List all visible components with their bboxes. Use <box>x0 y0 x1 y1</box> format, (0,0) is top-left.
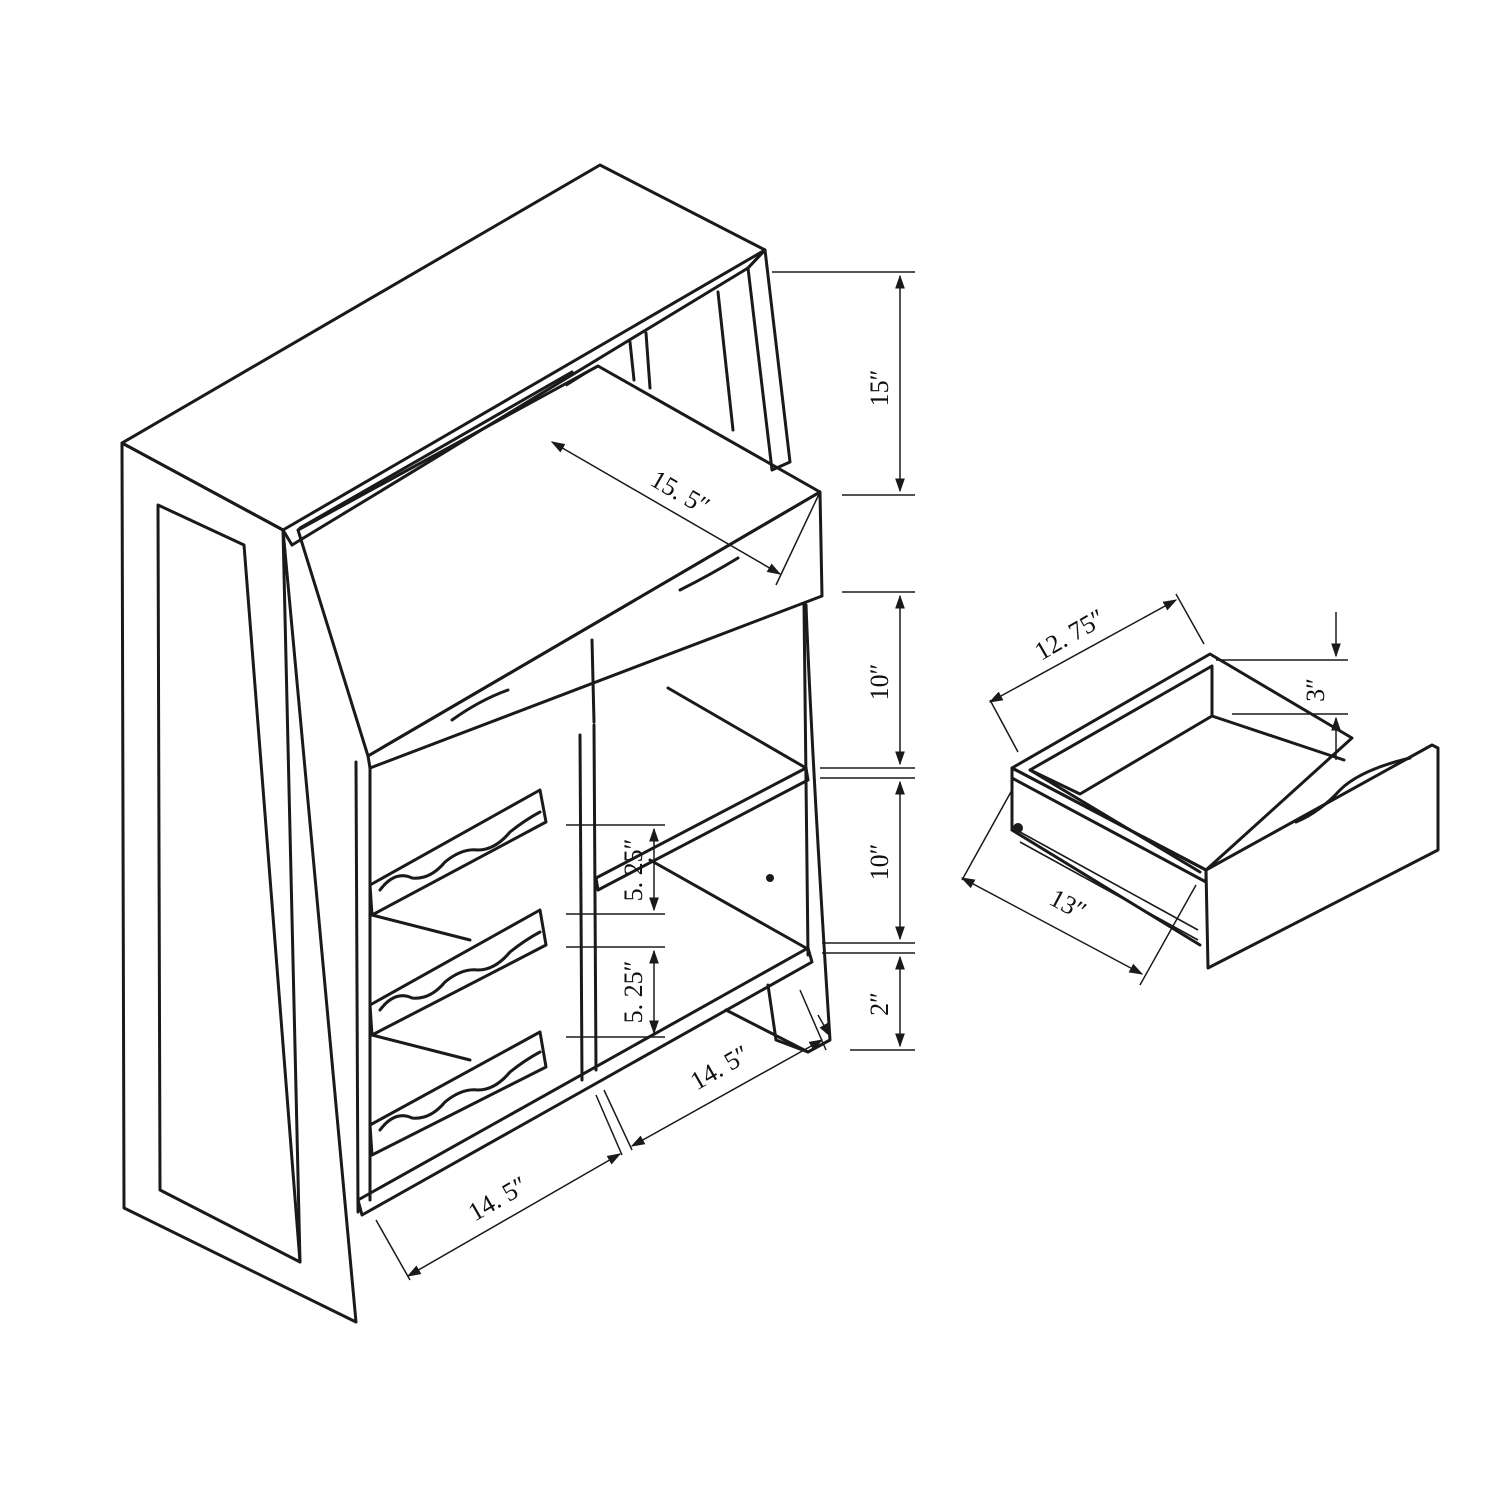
dimension-top-depth: 15. 5″ <box>550 365 821 586</box>
label-front-width-left: 14. 5″ <box>463 1170 532 1227</box>
label-base-height: 2″ <box>865 992 894 1016</box>
label-drawer-height: 3″ <box>1301 678 1330 702</box>
dimension-drawer-height: 3″ <box>1216 612 1348 760</box>
label-wine-rack-spacing-lower: 5. 25″ <box>619 961 648 1024</box>
cabinet-body <box>354 603 814 1217</box>
dimension-top-shelf-height: 15″ <box>772 271 915 496</box>
label-top-shelf-height: 15″ <box>865 370 894 407</box>
knob-hole <box>766 874 774 882</box>
label-upper-cubby-height: 10″ <box>865 664 894 701</box>
label-top-depth: 15. 5″ <box>646 464 715 521</box>
dimension-front-width: 14. 5″ 14. 5″ <box>375 989 827 1281</box>
label-drawer-depth: 13″ <box>1045 883 1091 926</box>
left-side-panel <box>120 441 358 1324</box>
label-drawer-width: 12. 75″ <box>1030 603 1110 666</box>
drawer-slide-roller <box>1013 823 1023 833</box>
right-side-panel <box>628 248 792 472</box>
dimension-drawer-depth: 13″ <box>960 789 1197 986</box>
dimension-wine-rack-spacing: 5. 25″ 5. 25″ <box>566 824 665 1038</box>
wine-cabinet <box>120 163 832 1324</box>
wine-rack-bottom <box>368 1030 548 1157</box>
label-lower-cubby-height: 10″ <box>865 844 894 881</box>
wine-rack-top <box>368 788 548 917</box>
label-front-width-right: 14. 5″ <box>685 1039 754 1096</box>
dimension-base-height: 2″ <box>817 955 915 1051</box>
label-wine-rack-spacing-upper: 5. 25″ <box>619 839 648 902</box>
wine-rack-middle <box>368 908 548 1037</box>
dimension-lower-cubby: 10″ <box>822 780 915 954</box>
dimension-upper-cubby: 10″ <box>820 591 915 779</box>
dimension-drawer-width: 12. 75″ <box>988 593 1205 753</box>
